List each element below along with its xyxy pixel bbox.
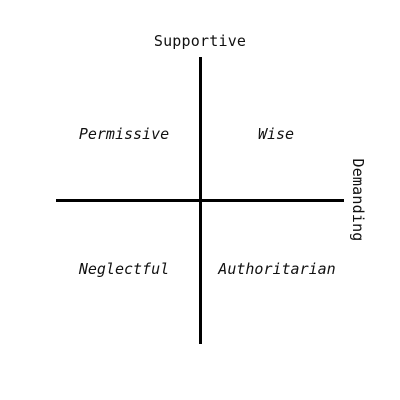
authoritarian-quadrant-label: Authoritarian [218, 260, 336, 278]
wise-quadrant-label: Wise [257, 125, 295, 143]
permissive-quadrant-label: Permissive [78, 125, 170, 143]
demanding-axis-label: Demanding [349, 158, 367, 242]
neglectful-quadrant-label: Neglectful [78, 260, 170, 278]
supportive-axis-label: Supportive [153, 32, 247, 50]
horizontal-axis [56, 199, 344, 202]
